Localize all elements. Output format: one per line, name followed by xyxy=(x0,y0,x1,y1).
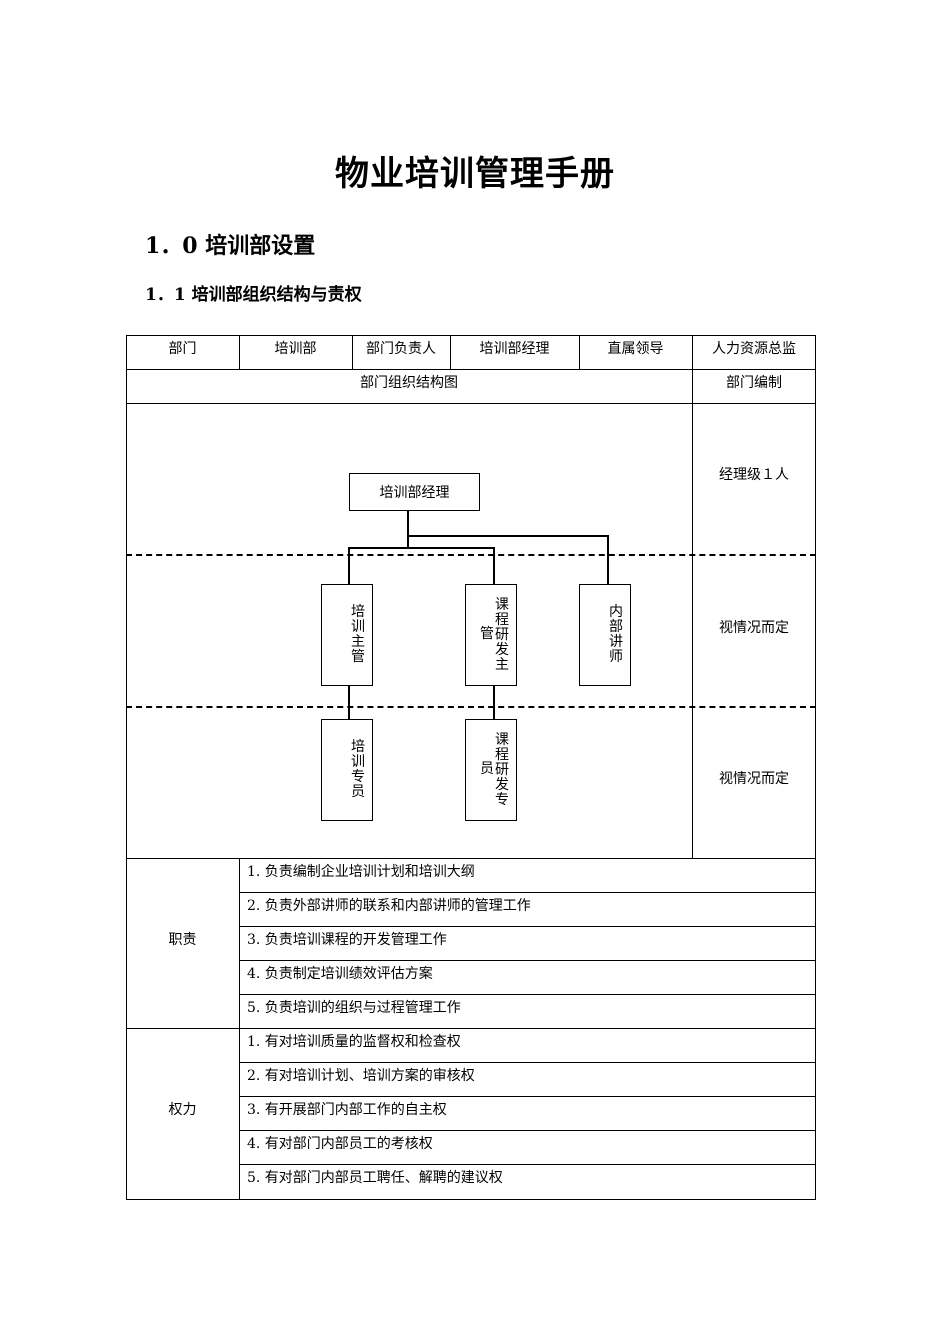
org-node-course-dev-specialist: 课程研发专 员 xyxy=(465,719,517,821)
staffing-manager: 经理级１人 xyxy=(719,467,789,483)
power-item-2: 2. 有对培训计划、培训方案的审核权 xyxy=(247,1068,475,1084)
staffing-level2: 视情况而定 xyxy=(719,620,789,636)
power-item-1: 1. 有对培训质量的监督权和检查权 xyxy=(247,1034,461,1050)
leader-label: 直属领导 xyxy=(607,341,664,357)
org-node-manager: 培训部经理 xyxy=(349,473,480,511)
staffing-level3: 视情况而定 xyxy=(719,771,789,787)
duty-item-4: 4. 负责制定培训绩效评估方案 xyxy=(247,966,433,982)
power-item-3: 3. 有开展部门内部工作的自主权 xyxy=(247,1102,447,1118)
head-label: 部门负责人 xyxy=(366,341,436,357)
org-chart-label: 部门组织结构图 xyxy=(360,375,458,391)
dept-value: 培训部 xyxy=(274,341,317,357)
staffing-label: 部门编制 xyxy=(726,375,782,391)
section-heading: 1．0 培训部设置 xyxy=(145,233,316,259)
duty-item-5: 5. 负责培训的组织与过程管理工作 xyxy=(247,1000,461,1016)
head-value: 培训部经理 xyxy=(479,341,550,357)
responsibility-table: 部门 培训部 部门负责人 培训部经理 直属领导 人力资源总监 部门组织结构图 部… xyxy=(126,335,816,1200)
leader-value: 人力资源总监 xyxy=(712,341,796,357)
powers-label: 权力 xyxy=(168,1102,197,1118)
duty-item-2: 2. 负责外部讲师的联系和内部讲师的管理工作 xyxy=(247,898,531,914)
org-node-training-supervisor: 培训主管 xyxy=(321,584,373,686)
org-node-training-specialist: 培训专员 xyxy=(321,719,373,821)
power-item-5: 5. 有对部门内部员工聘任、解聘的建议权 xyxy=(247,1170,503,1186)
duty-item-1: 1. 负责编制企业培训计划和培训大纲 xyxy=(247,864,475,880)
org-node-internal-trainer: 内部讲师 xyxy=(579,584,631,686)
document-title: 物业培训管理手册 xyxy=(335,154,615,194)
dept-label: 部门 xyxy=(168,341,197,357)
subsection-heading: 1．1 培训部组织结构与责权 xyxy=(145,285,362,305)
org-node-course-dev-supervisor: 课程研发主 管 xyxy=(465,584,517,686)
duty-item-3: 3. 负责培训课程的开发管理工作 xyxy=(247,932,447,948)
power-item-4: 4. 有对部门内部员工的考核权 xyxy=(247,1136,433,1152)
duties-label: 职责 xyxy=(168,932,197,948)
